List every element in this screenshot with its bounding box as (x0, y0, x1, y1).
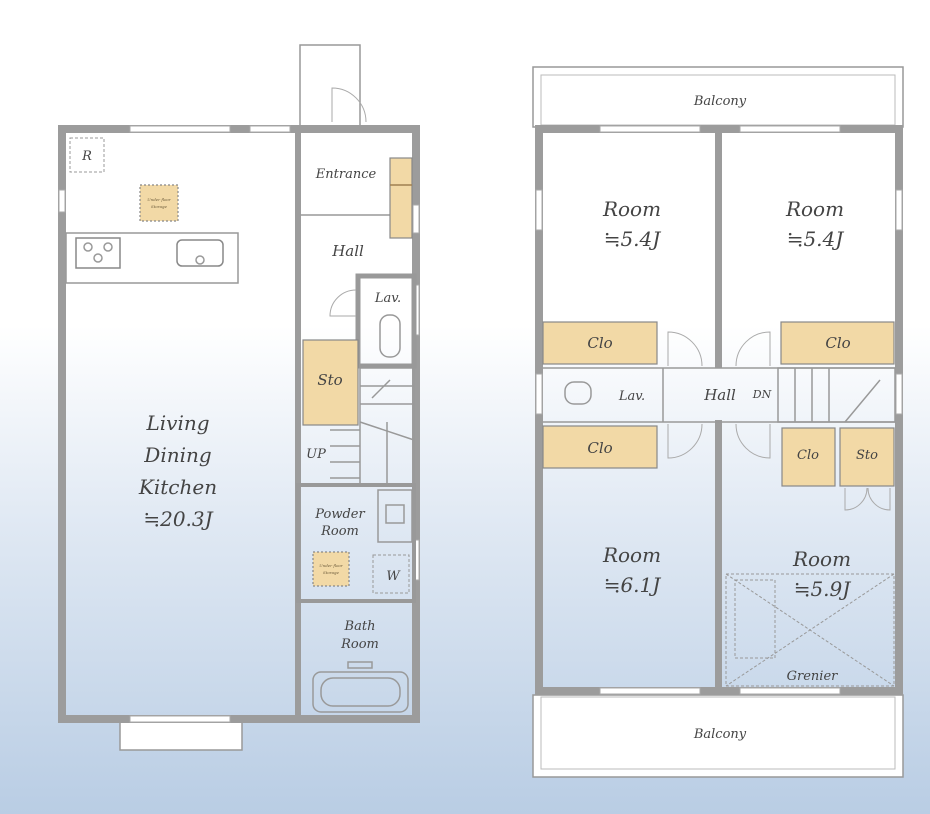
closet (542, 321, 658, 365)
window (129, 125, 231, 133)
washer-space (372, 554, 410, 594)
powder-room (296, 483, 416, 603)
storage-label: Under floor (319, 563, 344, 568)
porch (299, 44, 361, 128)
lavatory (355, 273, 417, 369)
closet (781, 427, 836, 487)
room-label: Room (602, 543, 661, 567)
refrigerator-space (69, 137, 105, 173)
under-floor-storage (312, 551, 350, 587)
ldk-label: Kitchen (138, 475, 217, 499)
room-label: Room (785, 197, 844, 221)
balcony-label: Balcony (693, 727, 747, 742)
toilet-icon (564, 381, 592, 405)
balcony-label: Balcony (693, 94, 747, 109)
bath-room-label: Room (340, 637, 379, 652)
outer-walls (535, 125, 903, 695)
room-label: Room (602, 197, 661, 221)
second-floor: Balcony Balcony Room ≒5.4J Room ≒5.4J Ro… (532, 66, 904, 778)
grenier-label: Grenier (787, 669, 839, 684)
bathtub-icon (312, 671, 409, 713)
doors[interactable] (667, 331, 891, 511)
entrance-door[interactable] (331, 87, 367, 123)
lav-label: Lav. (374, 291, 401, 306)
storage-label: Sto (317, 371, 342, 389)
storage-closet (302, 339, 359, 426)
window (412, 204, 420, 234)
closet-label: Clo (797, 448, 819, 463)
bath-room-label: Bath (344, 619, 376, 634)
window (129, 715, 231, 723)
closet (542, 425, 658, 469)
room-label: Room (792, 547, 851, 571)
closet-label: Clo (825, 334, 850, 352)
closet-label: Clo (587, 439, 612, 457)
stairs-up-label: UP (306, 447, 326, 462)
room-area: ≒5.4J (787, 227, 845, 251)
powder-room-label: Powder (314, 507, 365, 522)
staircase (777, 367, 896, 423)
ldk-label: Dining (143, 443, 211, 467)
entrance-label: Entrance (315, 167, 377, 182)
refrigerator-label: R (81, 149, 92, 164)
outer-walls (58, 125, 420, 723)
room-area: ≒6.1J (604, 573, 662, 597)
vanity (377, 489, 413, 543)
lav-door[interactable] (329, 289, 357, 317)
toilet-icon (379, 314, 401, 358)
ldk-label: Living (145, 411, 209, 435)
closet-label: Clo (587, 334, 612, 352)
window (249, 125, 291, 133)
room-area: ≒5.4J (604, 227, 662, 251)
powder-room-label: Room (320, 524, 359, 539)
storage-label: Storage (151, 204, 168, 209)
ldk-area: ≒20.3J (143, 507, 213, 531)
storage-label: Storage (323, 570, 340, 575)
shoe-closet (389, 157, 413, 239)
first-floor: R Under floor Storage Living Dining Kitc… (58, 44, 420, 751)
room-area: ≒5.9J (794, 577, 852, 601)
closet (780, 321, 895, 365)
lav-label: Lav. (618, 389, 645, 404)
balcony-bottom (532, 694, 904, 778)
washer-label: W (386, 569, 401, 584)
grenier-area (725, 573, 895, 687)
hall-label: Hall (331, 242, 364, 260)
stove-icon (75, 237, 121, 269)
window (58, 189, 66, 213)
bay-window (119, 719, 243, 751)
storage-label: Sto (856, 448, 878, 463)
stairs-down-label: DN (752, 388, 772, 401)
hall-label: Hall (703, 386, 736, 404)
sink-icon (176, 239, 224, 267)
under-floor-storage (139, 184, 179, 222)
storage-closet (839, 427, 895, 487)
balcony-top (532, 66, 904, 128)
storage-label: Under floor (147, 197, 172, 202)
